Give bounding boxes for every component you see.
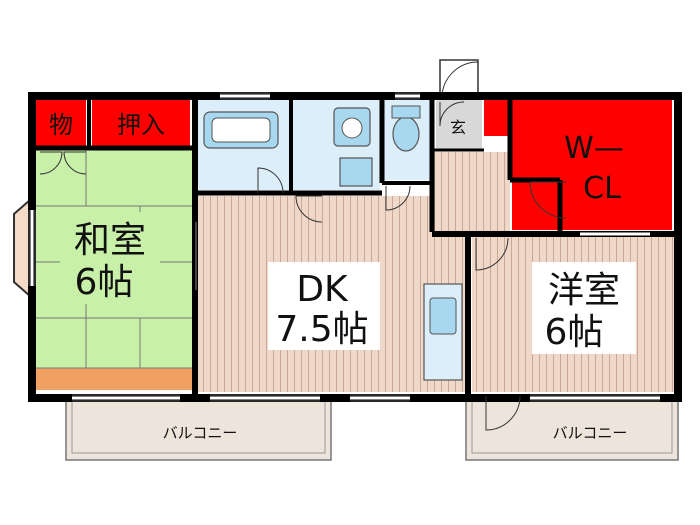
dk-label-2: 7.5帖: [275, 309, 368, 350]
bay-window: [13, 197, 31, 299]
shoe-cabinet: [484, 100, 508, 136]
walk-in-closet-label-1: W—: [564, 131, 624, 166]
closet-label: 押入: [117, 111, 165, 139]
balcony-right: [465, 397, 679, 461]
washer-space: [339, 157, 373, 187]
hallway: [434, 152, 510, 232]
closet-room: [92, 100, 190, 146]
entrance-label: 玄: [450, 118, 466, 137]
storage-label: 物: [49, 111, 73, 139]
western-room-label-2: 6帖: [545, 312, 604, 353]
western-room-label-1: 洋室: [548, 270, 620, 311]
japanese-room-label-1: 和室: [74, 220, 146, 261]
storage-room: [36, 100, 86, 146]
entrance-floor: [436, 100, 482, 150]
dk-label-1: DK: [296, 269, 349, 310]
balcony-left-label: バルコニー: [163, 424, 238, 442]
walk-in-closet: [512, 100, 672, 230]
toilet-bowl: [392, 116, 420, 152]
walk-in-closet-label-2: CL: [583, 171, 621, 206]
kitchen-sink: [429, 297, 457, 335]
japanese-room-label-2: 6帖: [75, 262, 134, 303]
balcony-right-label: バルコニー: [553, 424, 628, 442]
door-swings: [39, 101, 567, 431]
windows: [30, 94, 660, 400]
